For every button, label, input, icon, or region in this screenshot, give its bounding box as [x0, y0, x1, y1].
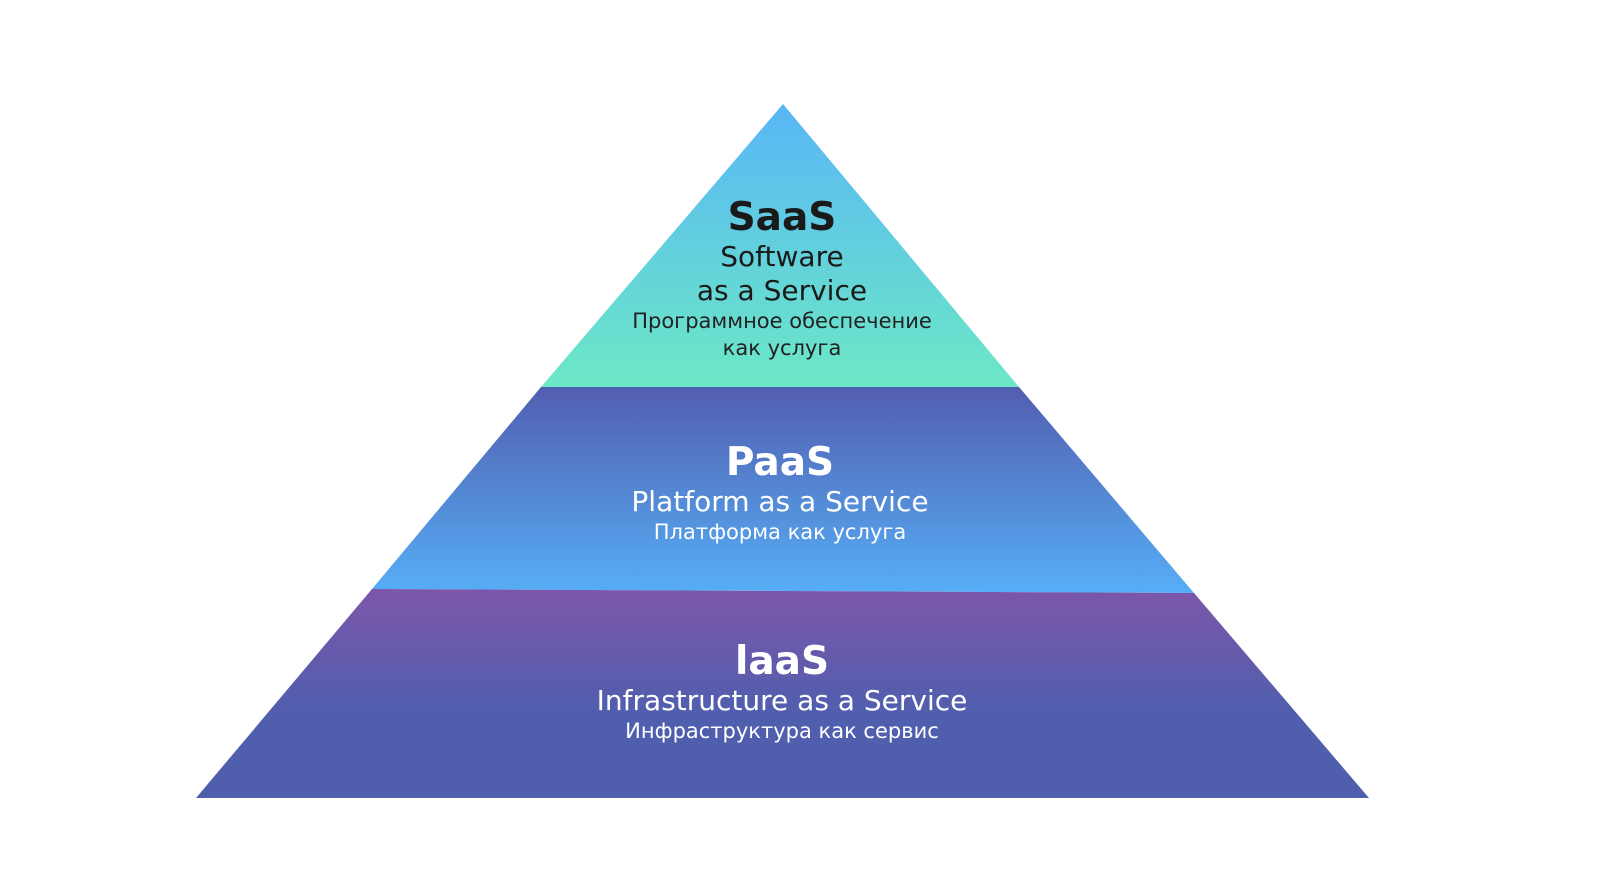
- paas-ru: Платформа как услуга: [653, 520, 907, 544]
- iaas-title: laaS: [734, 639, 830, 684]
- saas-subtitle-line-1: Software: [720, 240, 844, 273]
- paas-subtitle: Platform as a Service: [631, 485, 929, 518]
- iaas-subtitle: Infrastructure as a Service: [596, 684, 968, 717]
- iaas-layer-shape: [196, 589, 1369, 798]
- iaas-ru: Инфраструктура как сервис: [625, 719, 939, 743]
- saas-ru-line-2: как услуга: [722, 336, 842, 360]
- saas-subtitle-line-2: as a Service: [696, 274, 868, 307]
- saas-layer: SaaS Software as a Service Программное о…: [632, 196, 932, 362]
- paas-layer-shape: [372, 387, 1194, 593]
- saas-title: SaaS: [727, 195, 837, 240]
- iaas-layer: laaS Infrastructure as a Service Инфраст…: [597, 640, 968, 745]
- paas-title: PaaS: [725, 440, 835, 485]
- saas-ru-line-1: Программное обеспечение: [632, 309, 932, 333]
- paas-layer: PaaS Platform as a Service Платформа как…: [631, 441, 928, 546]
- saas-layer-shape: [541, 104, 1019, 387]
